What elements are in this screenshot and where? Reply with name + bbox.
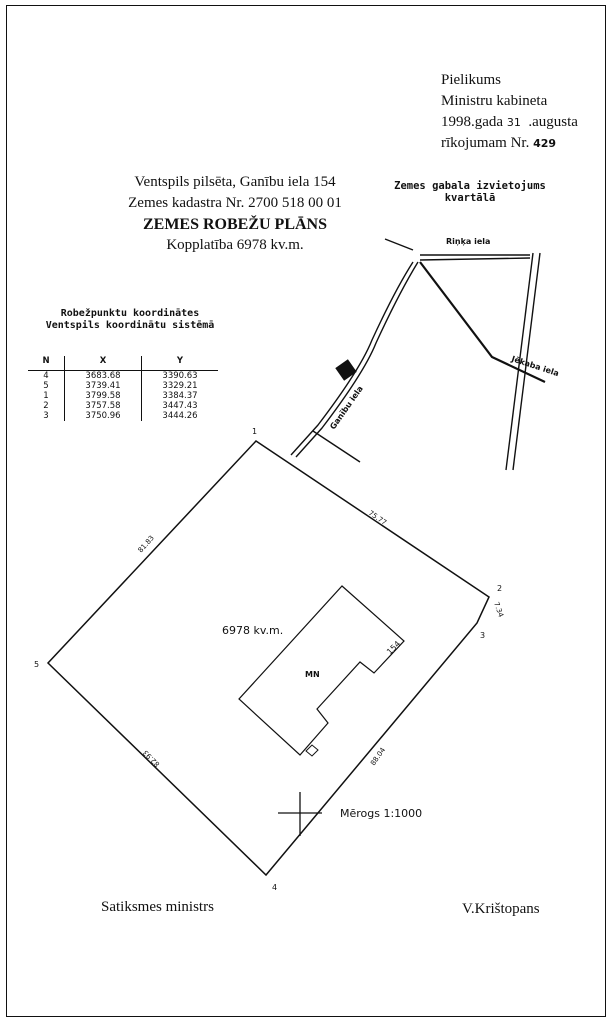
location-title-line1: Zemes gabala izvietojums (394, 180, 546, 192)
building-label: MN (305, 670, 320, 679)
page-border (6, 5, 606, 1017)
cell-n: 4 (28, 370, 65, 381)
cell-n: 1 (28, 391, 65, 401)
appendix-line4: rīkojumam Nr. 429 (441, 135, 556, 152)
building-outline (238, 585, 405, 756)
scale-label: Mērogs 1:1000 (340, 807, 422, 820)
appendix-day: 31 (506, 116, 521, 129)
signer-name: V.Krištopans (462, 901, 540, 917)
house-number: 154 (385, 639, 402, 656)
cell-n: 5 (28, 381, 65, 391)
road-rinka (419, 254, 531, 261)
cell-n: 3 (28, 411, 65, 421)
cadastre-number: Zemes kadastra Nr. 2700 518 00 01 (128, 195, 342, 211)
coordinates-title: Robežpunktu koordinātes Ventspils koordi… (30, 308, 230, 332)
point-1: 1 (252, 427, 257, 436)
building-annex (305, 744, 319, 757)
road-vertical-b (512, 252, 541, 471)
edge-length-4-5: 82.93 (142, 748, 162, 768)
cell-y: 3447.43 (162, 401, 198, 411)
cell-x: 3750.96 (64, 411, 142, 421)
address: Ventspils pilsēta, Ganību iela 154 (134, 174, 336, 190)
document-header: Ventspils pilsēta, Ganību iela 154 Zemes… (110, 172, 360, 256)
edge-length-2-3: 7.34 (492, 601, 505, 619)
appendix-month: .augusta (528, 114, 578, 130)
cell-y: 3390.63 (162, 371, 198, 381)
point-3: 3 (480, 631, 485, 640)
parcel-boundary (46, 440, 490, 877)
appendix-year: 1998.gada (441, 114, 504, 130)
cell-x: 3683.68 (64, 370, 142, 381)
point-2: 2 (497, 584, 502, 593)
building-marker (335, 359, 357, 381)
appendix-order: rīkojumam Nr. (441, 135, 530, 151)
total-area: Kopplatība 6978 kv.m. (166, 237, 304, 253)
location-map (290, 238, 546, 471)
point-5: 5 (34, 660, 39, 669)
street-rinka: Riņķa iela (446, 237, 490, 246)
road-ganibu-b (295, 261, 419, 458)
cell-y: 3444.26 (162, 411, 198, 421)
cell-n: 2 (28, 401, 65, 411)
north-cross-icon (278, 792, 322, 836)
point-4: 4 (272, 883, 277, 892)
road-vertical-a (505, 252, 534, 471)
signer-position: Satiksmes ministrs (101, 899, 214, 915)
parcel-area-label: 6978 kv.m. (222, 624, 283, 637)
cell-x: 3739.41 (64, 381, 142, 391)
cell-y: 3384.37 (162, 391, 198, 401)
road-jekaba (419, 261, 546, 383)
appendix-line3: 1998.gada 31 .augusta (441, 114, 578, 131)
col-header-n: N (28, 356, 65, 371)
location-title-line2: kvartālā (444, 192, 496, 204)
side-road (312, 430, 361, 463)
cell-x: 3799.58 (64, 391, 142, 401)
road-ganibu-a (290, 261, 414, 456)
street-jekaba: Jēkaba iela (509, 354, 560, 378)
location-map-title: Zemes gabala izvietojums kvartālā (370, 180, 570, 204)
road-left-stub (384, 238, 414, 251)
appendix-line1: Pielikums (441, 72, 502, 88)
coordinates-title-line1: Robežpunktu koordinātes (60, 308, 200, 319)
appendix-number: 429 (533, 137, 557, 150)
appendix-line2: Ministru kabineta (441, 93, 548, 109)
cell-x: 3757.58 (64, 401, 142, 411)
coordinates-title-line2: Ventspils koordinātu sistēmā (45, 320, 215, 331)
page-title: ZEMES ROBEŽU PLĀNS (142, 216, 328, 233)
col-header-x: X (64, 356, 142, 371)
col-header-y: Y (176, 356, 184, 366)
street-ganibu: Ganību iela (328, 384, 365, 431)
cell-y: 3329.21 (162, 381, 198, 391)
